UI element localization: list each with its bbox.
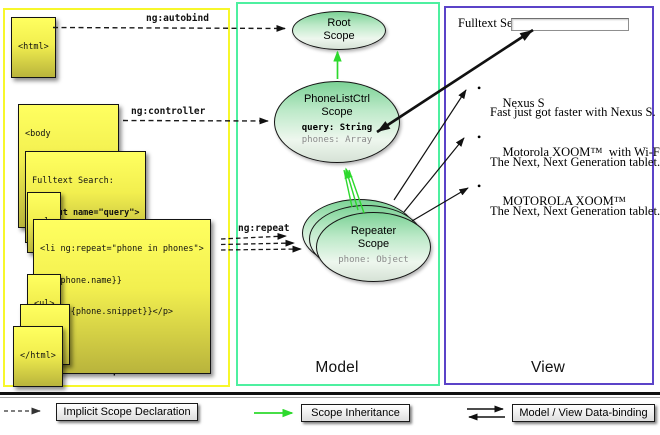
code-html-open: <html>	[11, 17, 56, 78]
phonelistctrl-scope-ellipse: PhoneListCtrl Scope query: String phones…	[274, 81, 400, 163]
bullet-icon: •	[477, 81, 482, 95]
view-item-name: •Motorola XOOM™ with Wi-Fi	[477, 130, 660, 159]
model-column	[236, 2, 440, 386]
view-column-label: View	[530, 359, 566, 376]
ng-autobind-label: ng:autobind	[146, 13, 209, 24]
repeater-scope-ellipse-front: Repeater Scope phone: Object	[316, 212, 431, 282]
view-item-desc: The Next, Next Generation tablet.	[490, 155, 660, 169]
bullet-icon: •	[477, 179, 482, 193]
legend-implicit-scope-declaration: Implicit Scope Declaration	[56, 403, 198, 421]
legend-divider-thin	[0, 397, 660, 398]
fulltext-search-input[interactable]	[511, 18, 629, 31]
view-item-desc: The Next, Next Generation tablet.	[490, 204, 660, 218]
view-item-name: •MOTOROLA XOOM™	[477, 179, 626, 208]
model-column-label: Model	[315, 359, 359, 376]
view-item-desc: Fast just got faster with Nexus S.	[490, 105, 656, 119]
root-scope-ellipse: Root Scope	[292, 11, 386, 50]
ng-repeat-label: ng:repeat	[238, 223, 290, 234]
legend-divider-thick	[0, 392, 660, 395]
code-html-close: </html>	[13, 326, 63, 387]
ng-controller-label: ng:controller	[131, 106, 206, 117]
legend-model-view-data-binding: Model / View Data-binding	[512, 404, 655, 422]
bullet-icon: •	[477, 130, 482, 144]
legend-scope-inheritance: Scope Inheritance	[301, 404, 410, 422]
